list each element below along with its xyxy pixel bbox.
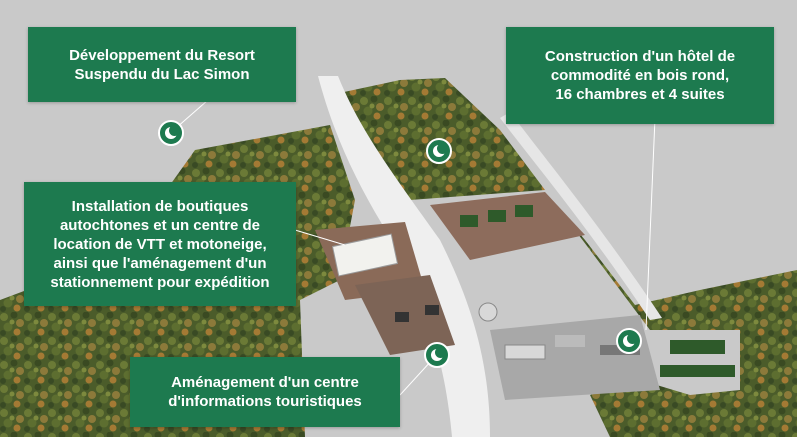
marker-info[interactable] (424, 342, 450, 368)
callout-shops-text: Installation de boutiques autochtones et… (50, 197, 270, 291)
lot-hotel-north (430, 192, 585, 260)
marker-hotel[interactable] (616, 328, 642, 354)
callout-resort-text: Développement du Resort Suspendu du Lac … (69, 46, 255, 83)
marker-resort[interactable] (158, 120, 184, 146)
building-shops (331, 233, 399, 277)
marker-hotel-site[interactable] (426, 138, 452, 164)
side-road (500, 112, 662, 320)
moon-icon (623, 333, 638, 347)
callout-info: Aménagement d'un centre d'informations t… (130, 357, 400, 427)
callout-resort: Développement du Resort Suspendu du Lac … (28, 27, 296, 102)
moon-icon (431, 347, 446, 361)
moon-icon (165, 125, 180, 139)
callout-info-text: Aménagement d'un centre d'informations t… (168, 374, 362, 410)
callout-hotel-text: Construction d'un hôtel de commodité en … (544, 48, 736, 103)
forest-parcel-east (560, 210, 797, 437)
callout-shops: Installation de boutiques autochtones et… (24, 182, 296, 306)
moon-icon (433, 143, 448, 157)
callout-hotel: Construction d'un hôtel de commodité en … (506, 27, 774, 124)
